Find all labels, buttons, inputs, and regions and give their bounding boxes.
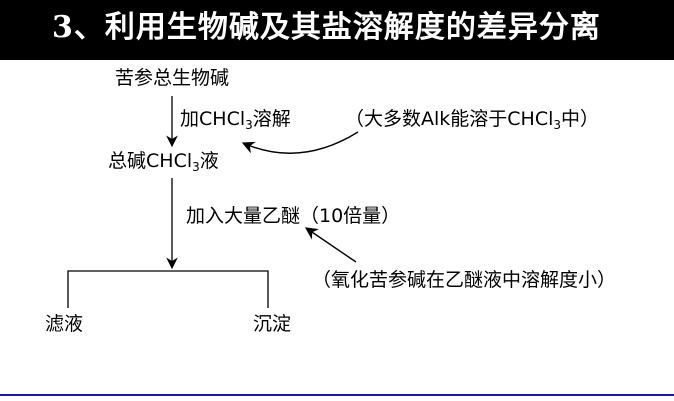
note2-pointer-arrow xyxy=(304,227,357,263)
flow-start-label: 苦参总生物碱 xyxy=(115,67,230,89)
intermediate-formula: CHCl xyxy=(146,150,193,172)
note1-formula: CHCl xyxy=(507,108,554,130)
flow-note1-label: （大多数Alk能溶于CHCl3中） xyxy=(345,107,599,131)
flow-note2-label: （氧化苦参碱在乙醚液中溶解度小） xyxy=(312,269,617,291)
flow-step1-label: 加CHCl3溶解 xyxy=(180,107,291,131)
step1-prefix: 加 xyxy=(180,108,200,130)
note1-pointer-arrow xyxy=(241,131,359,154)
intermediate-subscript: 3 xyxy=(192,160,200,174)
intermediate-prefix: 总碱 xyxy=(108,150,147,172)
title-bar: 3、利用生物碱及其盐溶解度的差异分离 xyxy=(0,0,674,60)
slide-title: 3、利用生物碱及其盐溶解度的差异分离 xyxy=(52,10,601,45)
note1-suffix: 中） xyxy=(561,108,600,130)
flow-output-precipitate: 沉淀 xyxy=(253,313,292,335)
flow-intermediate-label: 总碱CHCl3液 xyxy=(108,149,219,173)
note1-subscript: 3 xyxy=(553,118,562,132)
step1-formula: CHCl xyxy=(199,108,246,130)
footer-rule xyxy=(0,394,674,396)
step1-suffix: 溶解 xyxy=(252,108,291,130)
note1-prefix: （大多数Alk能溶于 xyxy=(345,108,508,130)
flow-output-filtrate: 滤液 xyxy=(45,313,84,335)
branch-bracket xyxy=(67,270,269,308)
step1-subscript: 3 xyxy=(245,118,253,132)
intermediate-suffix: 液 xyxy=(199,150,219,172)
flow-step2-label: 加入大量乙醚（10倍量） xyxy=(186,205,401,227)
